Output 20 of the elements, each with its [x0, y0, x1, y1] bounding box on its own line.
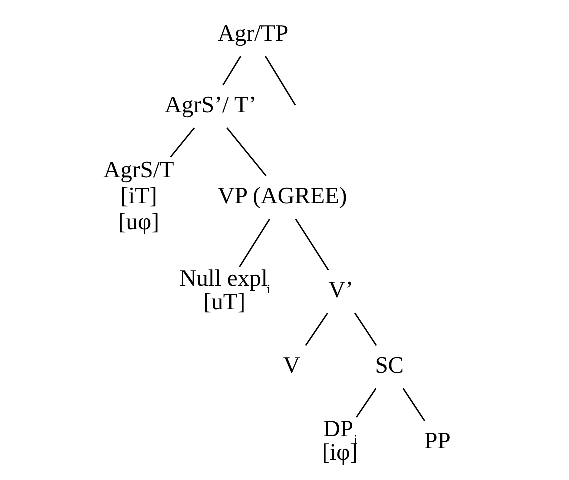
connector [226, 127, 267, 176]
connector [239, 218, 271, 267]
node-text: PP [424, 428, 451, 454]
connector [222, 55, 242, 86]
connector [402, 388, 426, 422]
node-text: V’ [328, 277, 354, 304]
node-text: V [283, 352, 300, 379]
connector [305, 312, 328, 346]
node-text: Agr/TP [218, 20, 289, 46]
connector [356, 388, 377, 418]
node-text: DP$_{i}$ [iφ] [322, 416, 358, 466]
connector [170, 127, 196, 158]
node-text: SC [375, 352, 404, 379]
connector [354, 312, 378, 346]
node-text: AgrS/T [iT] [uφ] [104, 156, 174, 235]
node-text: Null expl$_{i}$ [uT] [180, 265, 270, 315]
connector [264, 55, 296, 106]
node-text: VP (AGREE) [218, 182, 348, 209]
node-text: AgrS’/ T’ [164, 92, 257, 118]
connector [295, 218, 330, 270]
